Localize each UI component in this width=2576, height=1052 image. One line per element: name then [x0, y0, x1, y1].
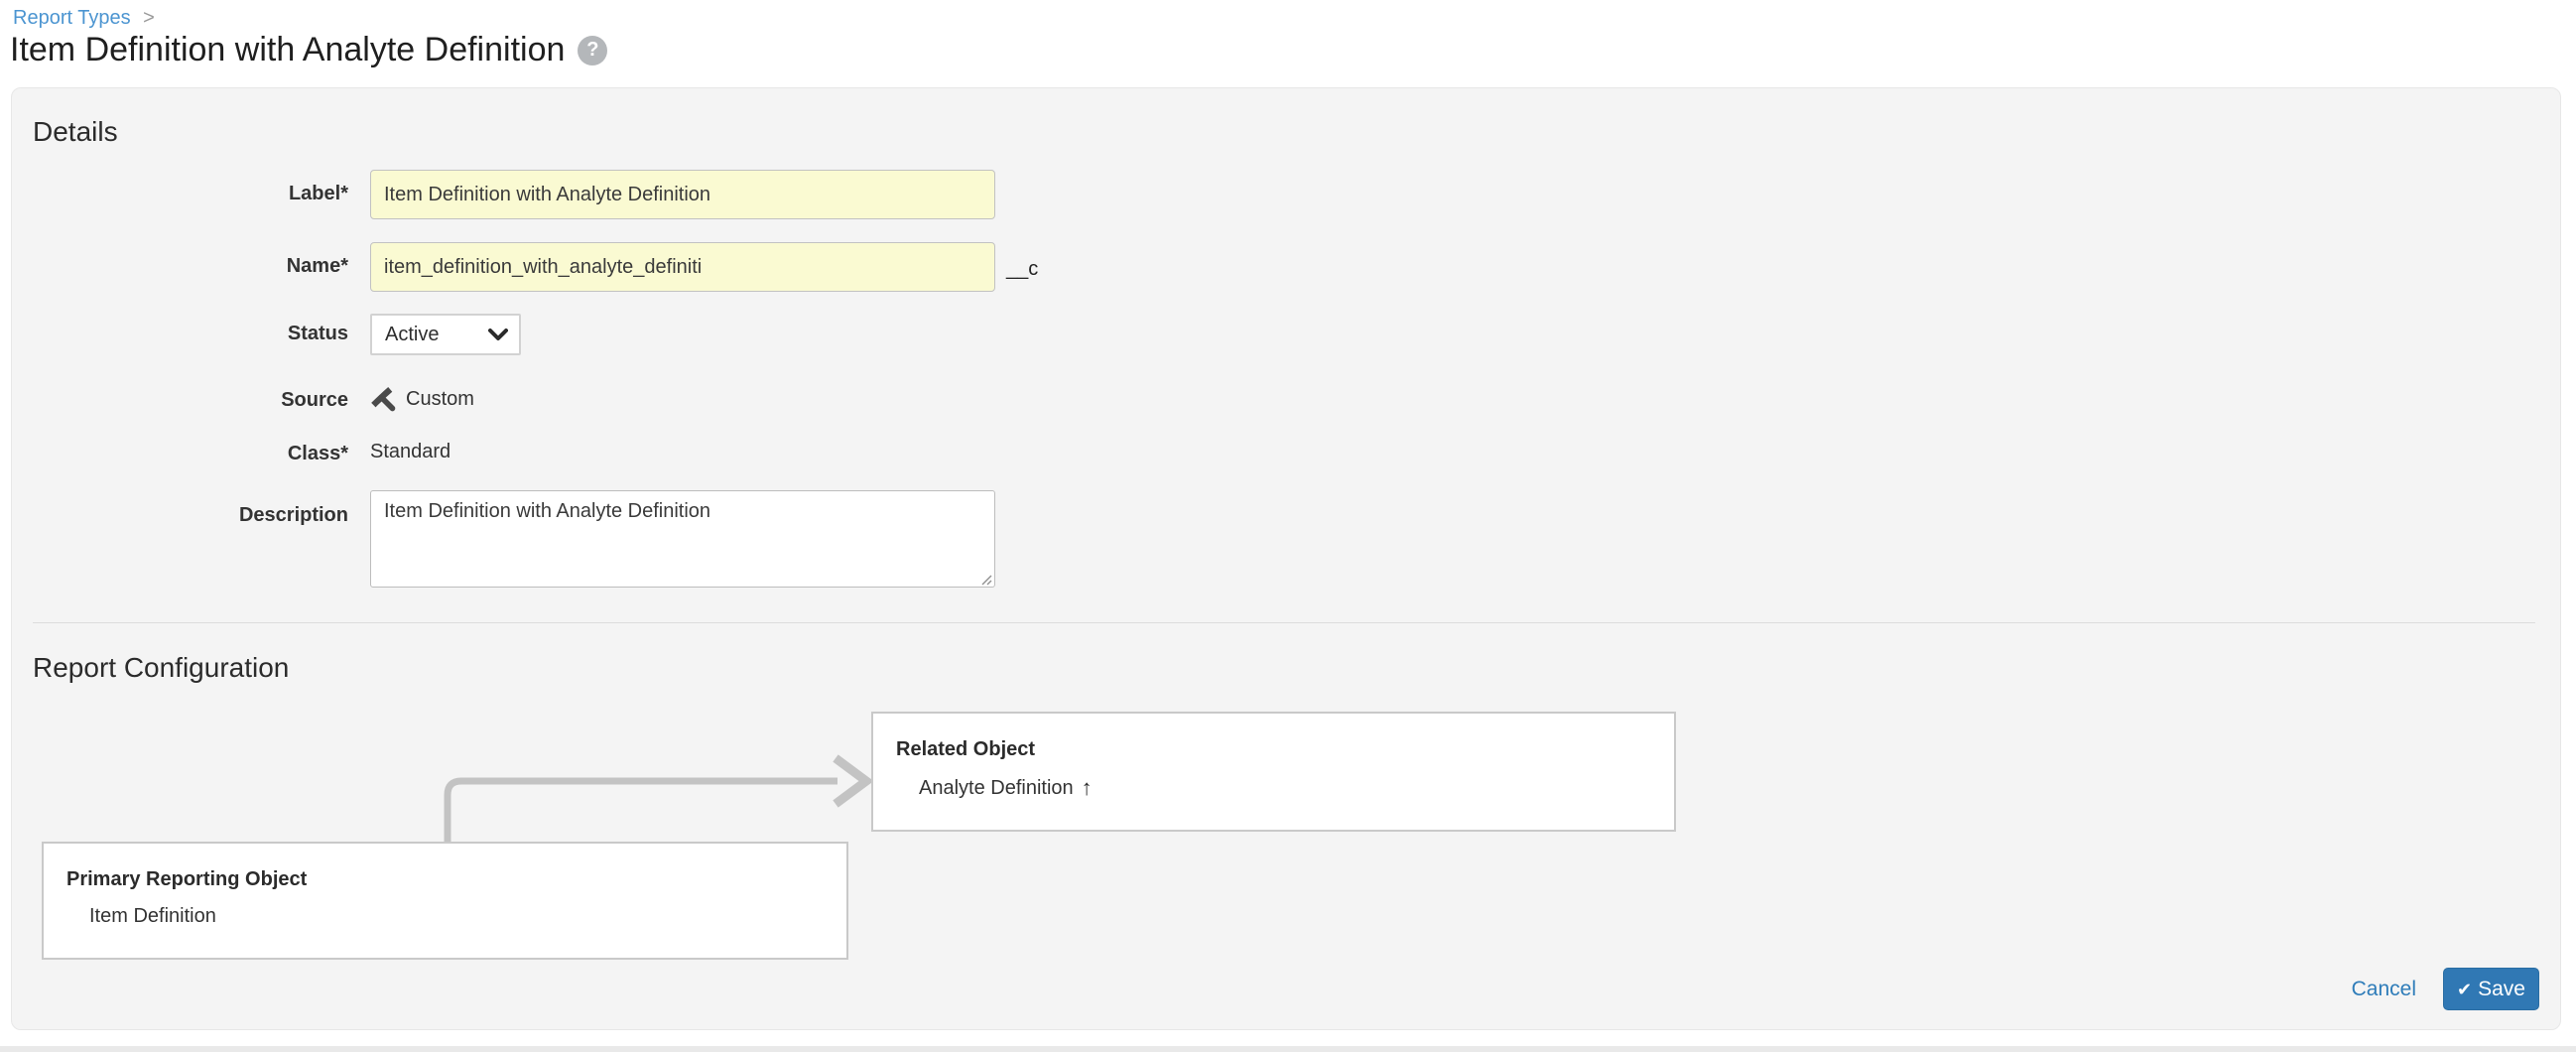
resize-grip-icon[interactable]: [978, 572, 992, 586]
chevron-down-icon: [488, 328, 508, 340]
status-field-row: Status Active: [12, 314, 521, 355]
related-object-title: Related Object: [896, 738, 1036, 760]
report-configuration-heading: Report Configuration: [33, 652, 290, 683]
name-input[interactable]: [370, 242, 995, 292]
label-field-label: Label*: [288, 183, 348, 204]
label-field-row: Label*: [12, 170, 995, 219]
wrench-icon: [371, 387, 396, 412]
save-button-label: Save: [2478, 977, 2525, 1000]
required-marker: *: [340, 443, 348, 464]
primary-object-title: Primary Reporting Object: [66, 868, 308, 890]
help-icon[interactable]: ?: [578, 35, 608, 66]
source-field-label: Source: [281, 389, 348, 411]
save-button[interactable]: ✔ Save: [2443, 968, 2539, 1010]
label-input[interactable]: [370, 170, 995, 219]
page-title: Item Definition with Analyte Definition: [10, 31, 566, 68]
status-field-label: Status: [287, 323, 348, 344]
description-field-label: Description: [238, 504, 348, 526]
class-value: Standard: [370, 441, 451, 462]
page-title-row: Item Definition with Analyte Definition …: [10, 31, 608, 69]
class-field-label: Class*: [287, 443, 348, 464]
name-suffix: __c: [1006, 258, 1039, 280]
source-value: Custom: [370, 386, 474, 413]
name-field-row: Name* __c: [12, 242, 1038, 292]
cancel-button[interactable]: Cancel: [2351, 977, 2416, 1000]
primary-object-name: Item Definition: [89, 905, 216, 927]
description-field-row: Description Item Definition with Analyte…: [12, 490, 995, 592]
related-object-name: Analyte Definition: [919, 776, 1074, 799]
footer-actions: Cancel ✔ Save: [2352, 968, 2539, 1010]
breadcrumb: Report Types >: [13, 7, 155, 30]
primary-reporting-object-box: Primary Reporting Object Item Definition: [42, 842, 848, 960]
details-section-heading: Details: [33, 116, 118, 147]
section-divider: [33, 622, 2535, 623]
breadcrumb-separator: >: [143, 7, 155, 29]
status-selected-value: Active: [385, 323, 440, 345]
bottom-edge-strip: [0, 1046, 2576, 1052]
report-configuration-diagram: Related Object Analyte Definition ↑ Prim…: [12, 696, 2560, 1013]
source-field-row: Source Custom: [12, 386, 474, 413]
breadcrumb-link-report-types[interactable]: Report Types: [13, 7, 131, 29]
required-marker: *: [340, 255, 348, 277]
required-marker: *: [340, 183, 348, 204]
source-text: Custom: [406, 388, 474, 410]
related-object-box: Related Object Analyte Definition ↑: [871, 712, 1676, 832]
check-icon: ✔: [2457, 979, 2473, 999]
description-textarea[interactable]: Item Definition with Analyte Definition: [370, 490, 995, 588]
up-arrow-icon: ↑: [1081, 775, 1093, 800]
class-field-row: Class* Standard: [12, 441, 451, 465]
name-field-label: Name*: [286, 255, 348, 277]
edit-panel: Details Label* Name* __c Status Active S…: [11, 87, 2561, 1030]
status-select[interactable]: Active: [370, 314, 521, 355]
